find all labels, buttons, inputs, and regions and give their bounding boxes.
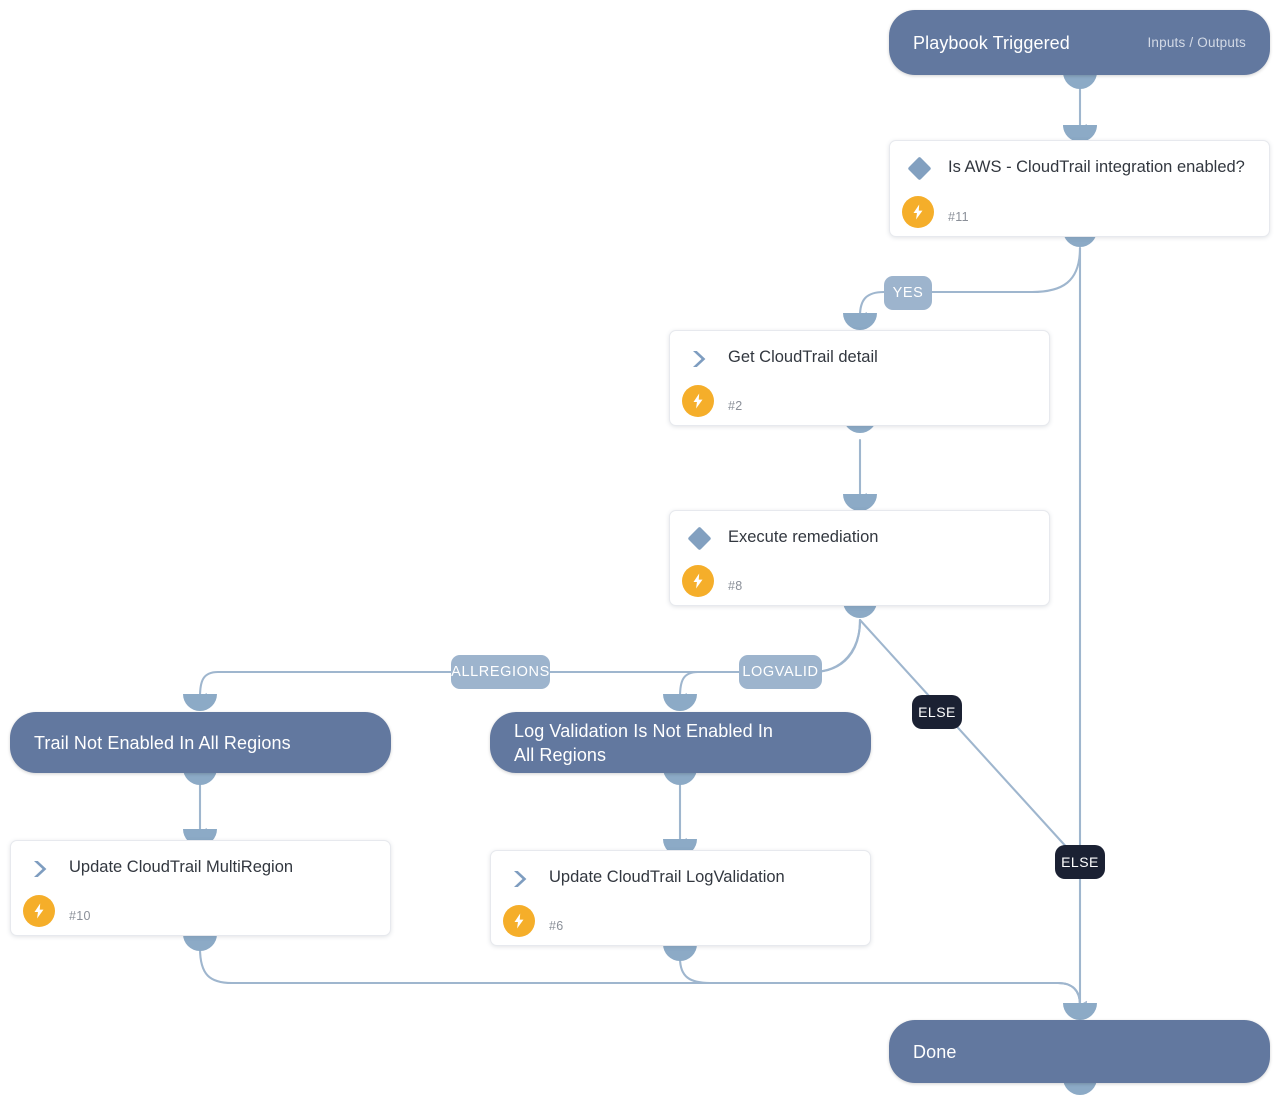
node-update-cloudtrail-logvalidation-title: Update CloudTrail LogValidation	[549, 868, 785, 886]
node-execute-remediation[interactable]: Execute remediation #8	[669, 510, 1050, 606]
node-get-cloudtrail-detail-number: #2	[728, 399, 743, 413]
node-execute-remediation-number: #8	[728, 579, 743, 593]
node-update-cloudtrail-logvalidation[interactable]: Update CloudTrail LogValidation #6	[490, 850, 871, 946]
edge-label-logvalid[interactable]: LOGVALID	[739, 655, 822, 689]
node-condition-integration[interactable]: Is AWS - CloudTrail integration enabled?…	[889, 140, 1270, 237]
edge-execute-else-to-done	[858, 618, 1082, 864]
node-trail-not-enabled-title: Trail Not Enabled In All Regions	[34, 732, 291, 753]
chevron-right-icon	[688, 347, 712, 371]
node-condition-integration-title: Is AWS - CloudTrail integration enabled?	[948, 158, 1245, 176]
node-update-cloudtrail-multiregion-title: Update CloudTrail MultiRegion	[69, 858, 294, 876]
diamond-icon	[907, 156, 932, 181]
node-done[interactable]: Done	[889, 1020, 1270, 1083]
port-out-updatemultiregion	[183, 934, 217, 951]
node-playbook-triggered-title: Playbook Triggered	[913, 32, 1070, 53]
diamond-icon	[687, 526, 712, 551]
port-in-done	[1063, 1003, 1097, 1020]
edge-label-yes[interactable]: YES	[884, 276, 932, 310]
node-update-cloudtrail-logvalidation-number: #6	[549, 919, 564, 933]
node-log-validation-not-enabled[interactable]: Log Validation Is Not Enabled In All Reg…	[490, 712, 871, 773]
node-update-cloudtrail-multiregion-number: #10	[69, 909, 91, 923]
node-playbook-triggered-subtitle: Inputs / Outputs	[1147, 35, 1246, 50]
node-update-cloudtrail-multiregion[interactable]: Update CloudTrail MultiRegion #10	[10, 840, 391, 936]
node-condition-integration-number: #11	[948, 210, 969, 224]
port-in-getdetail	[843, 313, 877, 330]
edge-updatemultiregion-to-done	[198, 946, 1087, 1010]
node-trail-not-enabled[interactable]: Trail Not Enabled In All Regions	[10, 712, 391, 773]
lightning-bolt-icon	[682, 385, 714, 417]
port-in-execute	[843, 494, 877, 511]
node-log-validation-not-enabled-title: Log Validation Is Not Enabled In All Reg…	[514, 720, 774, 765]
port-out-updatelogvalidation	[663, 944, 697, 961]
port-in-condition	[1063, 125, 1097, 142]
node-get-cloudtrail-detail[interactable]: Get CloudTrail detail #2	[669, 330, 1050, 426]
edge-updatelogvalidation-to-done	[678, 956, 1087, 1010]
node-get-cloudtrail-detail-title: Get CloudTrail detail	[728, 348, 878, 366]
chevron-right-icon	[29, 857, 53, 881]
lightning-bolt-icon	[23, 895, 55, 927]
lightning-bolt-icon	[902, 196, 934, 228]
lightning-bolt-icon	[503, 905, 535, 937]
edge-label-else-top[interactable]: ELSE	[912, 695, 962, 729]
port-out-start	[1063, 72, 1097, 89]
node-execute-remediation-title: Execute remediation	[728, 528, 879, 546]
node-playbook-triggered[interactable]: Playbook Triggered Inputs / Outputs	[889, 10, 1270, 75]
edge-label-allregions[interactable]: ALLREGIONS	[451, 655, 550, 689]
port-in-trail	[183, 694, 217, 711]
port-in-logvalidation	[663, 694, 697, 711]
chevron-right-icon	[509, 867, 533, 891]
lightning-bolt-icon	[682, 565, 714, 597]
edge-label-else-bottom[interactable]: ELSE	[1055, 845, 1105, 879]
node-done-title: Done	[913, 1041, 957, 1062]
